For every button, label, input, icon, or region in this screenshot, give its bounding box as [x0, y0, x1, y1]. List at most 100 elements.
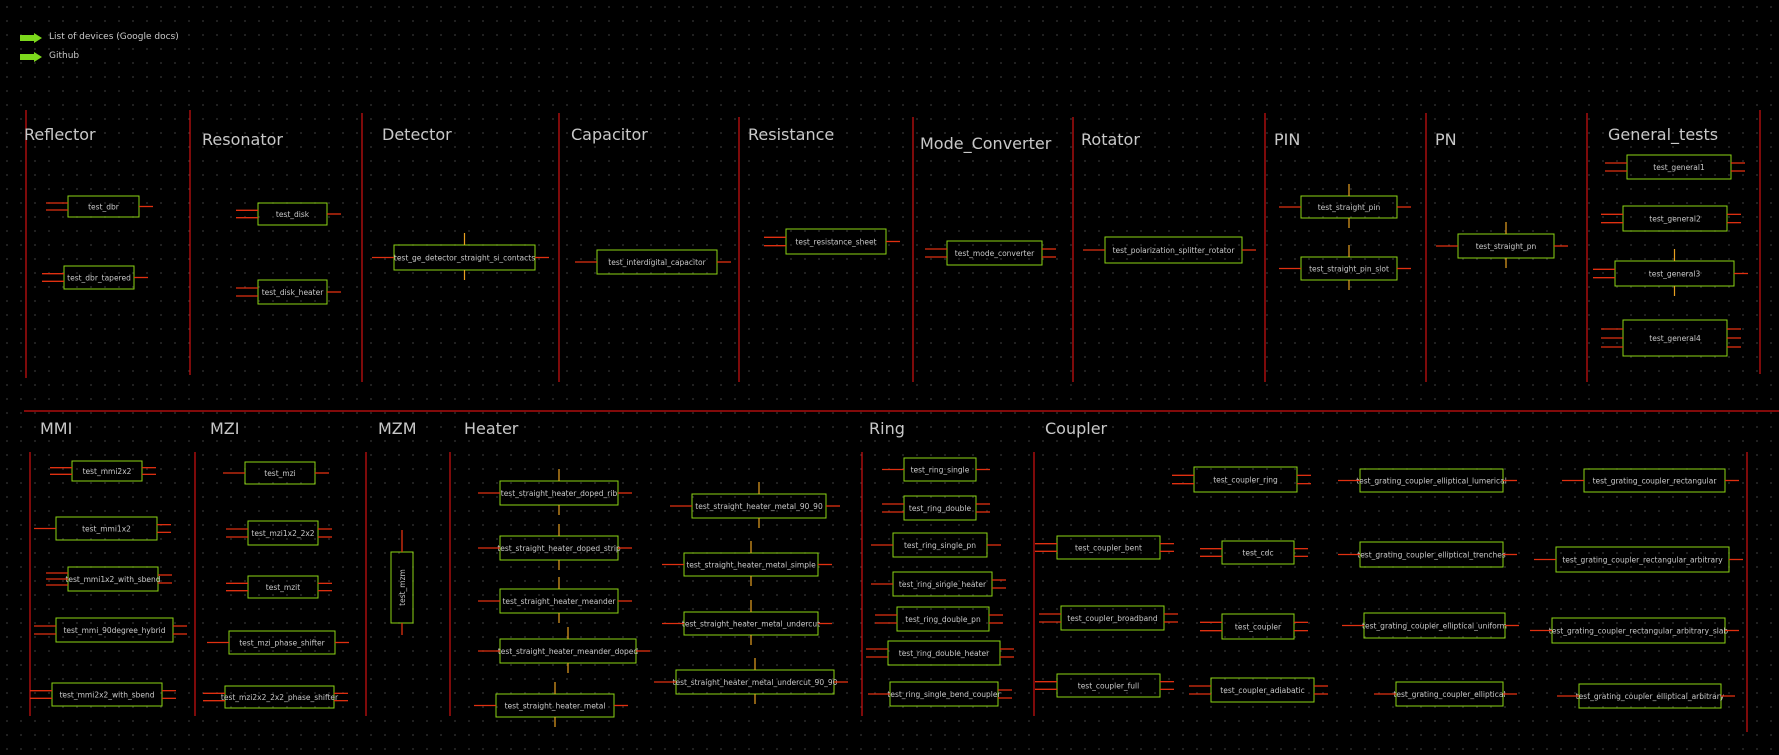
cell-test-cdc[interactable]: test_cdc — [1221, 540, 1295, 565]
cell-label: test_disk — [276, 210, 310, 219]
cell-label: test_mzm — [398, 569, 407, 606]
cell-test-ring-single[interactable]: test_ring_single — [903, 457, 977, 482]
cell-test-coupler-ring[interactable]: test_coupler_ring — [1193, 466, 1298, 493]
link-list-of-devices[interactable]: List of devices (Google docs) — [49, 32, 179, 42]
cell-test-mode-converter[interactable]: test_mode_converter — [946, 240, 1043, 266]
cell-outline — [896, 606, 990, 632]
cell-test-mzit[interactable]: test_mzit — [247, 575, 319, 599]
cell-label: test_ring_single_bend_coupler — [887, 690, 1001, 699]
cell-outline — [887, 640, 1001, 666]
cell-test-gc-elliptical-uniform[interactable]: test_grating_coupler_elliptical_uniform — [1362, 612, 1507, 639]
cell-test-straight-heater-meander-doped[interactable]: test_straight_heater_meander_doped — [498, 638, 639, 664]
cell-test-straight-heater-doped-strip[interactable]: test_straight_heater_doped_strip — [497, 535, 621, 561]
cell-test-gc-rectangular-arbitrary-slab[interactable]: test_grating_coupler_rectangular_arbitra… — [1549, 617, 1729, 644]
cell-label: test_straight_heater_doped_strip — [497, 544, 621, 553]
cell-test-coupler-broadband[interactable]: test_coupler_broadband — [1060, 605, 1165, 631]
cell-test-disk[interactable]: test_disk — [257, 202, 328, 226]
cell-outline — [1622, 205, 1728, 232]
cell-label: test_coupler_bent — [1075, 544, 1142, 553]
cell-label: test_straight_heater_meander_doped — [498, 647, 639, 656]
cell-test-mmi1x2[interactable]: test_mmi1x2 — [55, 516, 158, 541]
cell-outline — [1221, 540, 1295, 565]
section-title: Coupler — [1045, 419, 1108, 438]
cell-label: test_straight_heater_metal_simple — [686, 561, 816, 570]
cell-test-ring-single-pn[interactable]: test_ring_single_pn — [892, 532, 988, 558]
cell-test-ring-double[interactable]: test_ring_double — [903, 495, 977, 521]
cell-test-general2[interactable]: test_general2 — [1622, 205, 1728, 232]
cell-test-ge-detector[interactable]: test_ge_detector_straight_si_contacts — [393, 244, 536, 271]
cell-test-dbr[interactable]: test_dbr — [67, 195, 140, 218]
cell-outline — [946, 240, 1043, 266]
cell-test-straight-heater-metal[interactable]: test_straight_heater_metal — [495, 693, 615, 718]
cell-test-ring-double-pn[interactable]: test_ring_double_pn — [896, 606, 990, 632]
cell-label: test_ring_single_pn — [904, 541, 976, 550]
cell-test-disk-heater[interactable]: test_disk_heater — [257, 279, 328, 305]
cell-test-mmi2x2-with-sbend[interactable]: test_mmi2x2_with_sbend — [51, 682, 163, 707]
cell-test-straight-heater-metal-simple[interactable]: test_straight_heater_metal_simple — [683, 552, 819, 577]
cell-test-coupler-full[interactable]: test_coupler_full — [1056, 673, 1161, 698]
cell-label: test_mzi2x2_2x2_phase_shifter — [221, 693, 339, 702]
cell-test-mmi2x2[interactable]: test_mmi2x2 — [71, 460, 143, 482]
cell-test-coupler[interactable]: test_coupler — [1221, 613, 1295, 640]
cell-test-mzi1x2-2x2[interactable]: test_mzi1x2_2x2 — [247, 520, 319, 546]
cell-outline — [71, 460, 143, 482]
cell-test-polarization-splitter-rotator[interactable]: test_polarization_splitter_rotator — [1104, 236, 1243, 264]
cell-label: test_coupler_adiabatic — [1220, 686, 1304, 695]
cell-test-gc-rectangular-arbitrary[interactable]: test_grating_coupler_rectangular_arbitra… — [1555, 546, 1730, 573]
cell-test-interdigital-capacitor[interactable]: test_interdigital_capacitor — [596, 249, 718, 275]
cell-test-gc-elliptical[interactable]: test_grating_coupler_elliptical — [1393, 681, 1506, 707]
cell-test-straight-heater-doped-rib[interactable]: test_straight_heater_doped_rib — [499, 480, 619, 506]
cell-outline — [247, 575, 319, 599]
cell-test-mzm[interactable]: test_mzm — [390, 551, 414, 624]
cell-test-gc-elliptical-lumerical[interactable]: test_grating_coupler_elliptical_lumerica… — [1356, 468, 1507, 493]
cell-test-gc-elliptical-trenches[interactable]: test_grating_coupler_elliptical_trenches — [1357, 541, 1506, 568]
link-github[interactable]: Github — [49, 51, 80, 61]
cell-test-straight-pin-slot[interactable]: test_straight_pin_slot — [1300, 256, 1398, 281]
cell-test-resistance-sheet[interactable]: test_resistance_sheet — [785, 228, 887, 255]
cell-label: test_mzit — [266, 583, 300, 592]
cell-test-straight-heater-metal-90-90[interactable]: test_straight_heater_metal_90_90 — [691, 493, 827, 519]
cell-test-mmi-90degree-hybrid[interactable]: test_mmi_90degree_hybrid — [55, 617, 174, 643]
cell-label: test_mzi1x2_2x2 — [251, 529, 314, 538]
green-arrow-icon[interactable] — [20, 52, 42, 62]
cell-test-straight-pn[interactable]: test_straight_pn — [1457, 233, 1555, 259]
section-title: Detector — [382, 125, 452, 144]
cell-test-mmi1x2-with-sbend[interactable]: test_mmi1x2_with_sbend — [65, 566, 161, 592]
cell-outline — [247, 520, 319, 546]
cell-test-straight-pin[interactable]: test_straight_pin — [1300, 195, 1398, 219]
cell-label: test_dbr — [88, 203, 120, 212]
cell-test-mzi[interactable]: test_mzi — [244, 461, 316, 485]
cell-label: test_grating_coupler_rectangular_arbitra… — [1562, 556, 1723, 565]
cell-test-coupler-bent[interactable]: test_coupler_bent — [1056, 535, 1161, 560]
cell-test-mzi-phase-shifter[interactable]: test_mzi_phase_shifter — [228, 630, 336, 655]
cell-test-general3[interactable]: test_general3 — [1614, 260, 1735, 287]
cell-test-gc-rectangular[interactable]: test_grating_coupler_rectangular — [1583, 468, 1726, 493]
green-arrow-icon[interactable] — [20, 33, 42, 43]
cell-test-general4[interactable]: test_general4 — [1622, 319, 1728, 357]
cell-test-coupler-adiabatic[interactable]: test_coupler_adiabatic — [1210, 677, 1315, 703]
cell-label: test_coupler — [1235, 623, 1282, 632]
cell-label: test_straight_pn — [1476, 242, 1537, 251]
cell-test-ring-single-heater[interactable]: test_ring_single_heater — [892, 571, 993, 597]
cell-test-dbr-tapered[interactable]: test_dbr_tapered — [63, 265, 135, 290]
cell-test-straight-heater-metal-undercut[interactable]: test_straight_heater_metal_undercut — [682, 611, 820, 636]
cell-outline — [55, 617, 174, 643]
cell-label: test_mmi1x2 — [82, 525, 131, 534]
cell-label: test_mmi2x2 — [83, 467, 132, 476]
cell-label: test_mmi1x2_with_sbend — [65, 575, 160, 584]
section-title: MZM — [378, 419, 417, 438]
cell-label: test_disk_heater — [262, 288, 325, 297]
cell-label: test_grating_coupler_elliptical — [1393, 690, 1505, 699]
cell-test-mzi2x2-2x2-phase-shifter[interactable]: test_mzi2x2_2x2_phase_shifter — [221, 685, 339, 709]
section-title: PIN — [1274, 130, 1300, 149]
cell-test-ring-single-bend-coupler[interactable]: test_ring_single_bend_coupler — [887, 681, 1002, 707]
cell-test-gc-elliptical-arbitrary[interactable]: test_grating_coupler_elliptical_arbitrar… — [1576, 683, 1725, 709]
cell-test-straight-heater-meander[interactable]: test_straight_heater_meander — [499, 588, 619, 614]
cell-test-ring-double-heater[interactable]: test_ring_double_heater — [887, 640, 1001, 666]
cell-test-straight-heater-metal-undercut-90-90[interactable]: test_straight_heater_metal_undercut_90_9… — [673, 669, 838, 695]
cell-test-general1[interactable]: test_general1 — [1626, 154, 1732, 180]
section-title: Resistance — [748, 125, 834, 144]
section-title: Resonator — [202, 130, 283, 149]
cell-label: test_straight_heater_metal_undercut_90_9… — [673, 678, 838, 687]
